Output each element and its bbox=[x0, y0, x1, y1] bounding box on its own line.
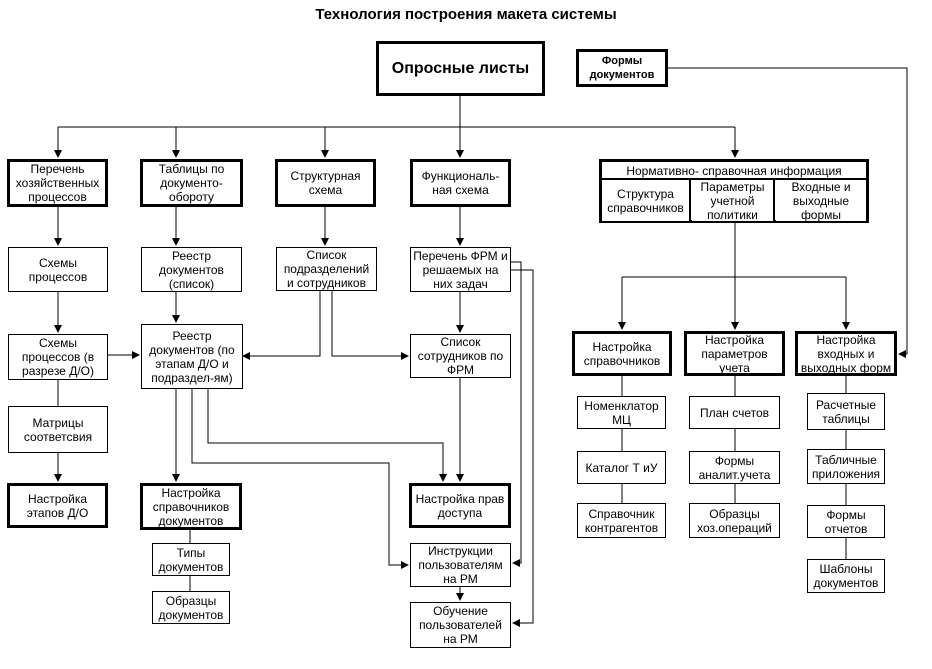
box-oprosnye-listy: Опросные листы bbox=[376, 41, 545, 96]
box-nastroika-form: Настройка входных и выходных форм bbox=[795, 331, 897, 376]
box-perechen-processov: Перечень хозяйственных процессов bbox=[7, 159, 108, 207]
box-nastroika-prav: Настройка прав доступа bbox=[409, 483, 511, 528]
box-shemy-processov: Схемы процессов bbox=[8, 247, 108, 292]
box-nsi-parametry: Параметры учетной политики bbox=[692, 181, 773, 221]
box-obuchenie: Обучение пользователей на РМ bbox=[410, 602, 511, 648]
connector-arrow bbox=[511, 261, 522, 567]
box-perechen-frm: Перечень ФРМ и решаемых на них задач bbox=[410, 247, 511, 292]
box-nsi-formy: Входные и выходные формы bbox=[776, 181, 866, 221]
connector-arrow bbox=[331, 291, 409, 360]
box-plan-schetov: План счетов bbox=[689, 396, 780, 429]
box-raschetnye-tablicy: Расчетные таблицы bbox=[807, 393, 885, 430]
box-tablicy-docoborot: Таблицы по документо-обороту bbox=[140, 159, 243, 207]
box-shemy-razreze: Схемы процессов (в разрезе Д/О) bbox=[8, 334, 108, 380]
box-obrazcy-dokumentov: Образцы документов bbox=[152, 591, 230, 624]
box-obrazcy-hoz: Образцы хоз.операций bbox=[689, 503, 780, 538]
box-nastroika-spravochnikov: Настройка справочников bbox=[572, 331, 672, 376]
box-spravochnik-kontragentov: Справочник контрагентов bbox=[577, 503, 666, 538]
box-funkcionalnaya-shema: Функциональ-ная схема bbox=[410, 159, 511, 207]
box-reestr-etapy: Реестр документов (по этапам Д/О и подра… bbox=[141, 324, 243, 389]
box-katalog: Каталог Т иУ bbox=[577, 451, 666, 484]
connector-arrow bbox=[207, 389, 447, 482]
box-nomenklator: Номенклатор МЦ bbox=[577, 396, 666, 429]
box-tipy-dokumentov: Типы документов bbox=[152, 543, 230, 576]
box-spisok-sotrudnikov-frm: Список сотрудников по ФРМ bbox=[410, 334, 511, 378]
box-formy-otchetov: Формы отчетов bbox=[807, 505, 885, 538]
box-instrukcii: Инструкции пользователям на РМ bbox=[410, 543, 511, 587]
connector-arrow bbox=[668, 67, 908, 358]
box-tablichnye-prilozheniya: Табличные приложения bbox=[807, 449, 885, 484]
box-formy-dokumentov: Формы документов bbox=[576, 49, 668, 87]
box-nastroika-parametrov: Настройка параметров учета bbox=[684, 331, 785, 376]
box-matricy: Матрицы соответсвия bbox=[8, 406, 108, 453]
box-nsi-header: Нормативно- справочная информация bbox=[602, 162, 866, 179]
box-spisok-podrazdeleniy: Список подразделений и сотрудников bbox=[276, 247, 377, 291]
box-nastroika-etapov: Настройка этапов Д/О bbox=[7, 483, 108, 528]
diagram-title: Технология построения макета системы bbox=[315, 6, 617, 23]
box-shablony-dokumentov: Шаблоны документов bbox=[807, 559, 885, 593]
box-reestr-spisok: Реестр документов (список) bbox=[141, 247, 242, 292]
connector-arrow bbox=[242, 291, 321, 360]
connector-arrow bbox=[511, 269, 534, 627]
box-nastroika-spravochnikov-doc: Настройка справочников документов bbox=[140, 483, 242, 530]
box-formy-analit: Формы аналит.учета bbox=[689, 451, 780, 484]
box-strukturnaya-shema: Структурная схема bbox=[275, 159, 376, 207]
box-nsi-struktura: Структура справочников bbox=[602, 181, 689, 221]
connector-arrow bbox=[191, 389, 409, 569]
